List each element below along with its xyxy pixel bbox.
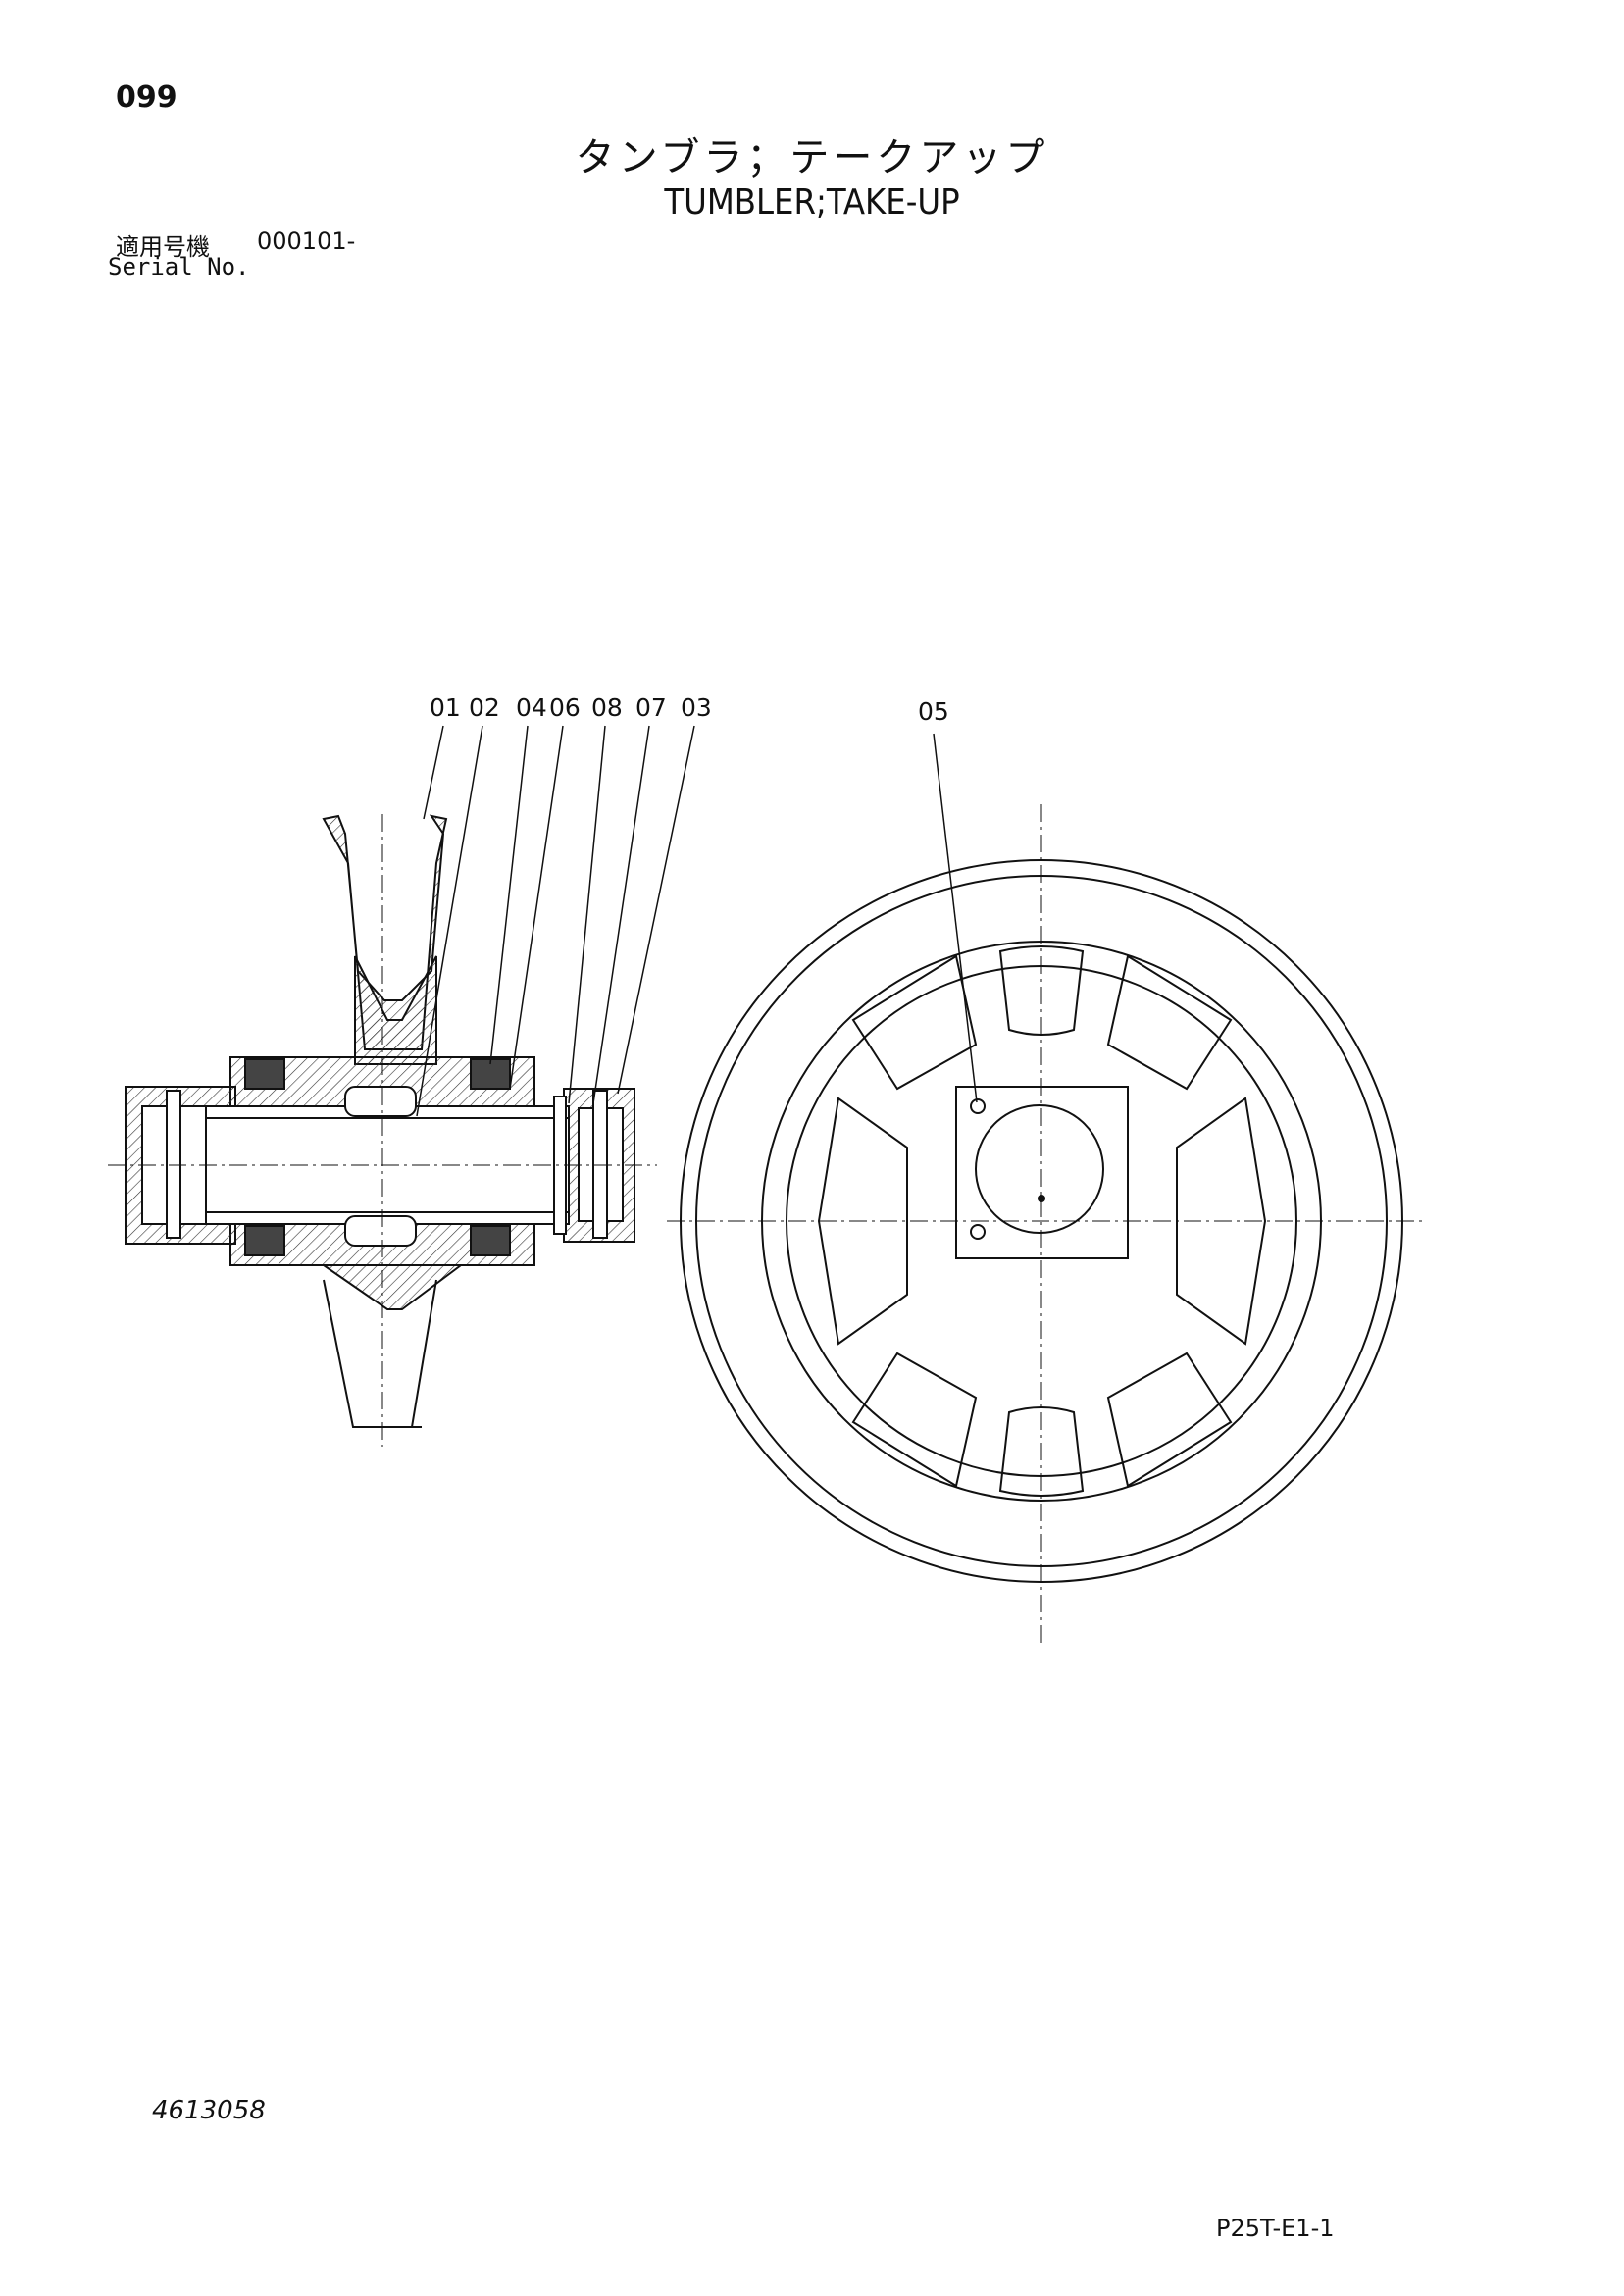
leader-05	[933, 733, 978, 1103]
callout-03: 03	[681, 693, 712, 722]
callout-labels: 01 02 04 06 08 07 03 05	[430, 693, 949, 726]
callout-05: 05	[918, 697, 949, 726]
callout-04: 04	[516, 693, 547, 722]
spoke-windows	[817, 945, 1267, 1497]
title-english: TUMBLER;TAKE-UP	[664, 182, 960, 223]
drawing-number: 4613058	[152, 2096, 266, 2125]
section-view	[108, 814, 657, 1447]
callout-06: 06	[549, 693, 581, 722]
callout-08: 08	[591, 693, 623, 722]
seal-right-bottom	[470, 1225, 511, 1256]
hub-bore	[975, 1104, 1104, 1234]
seal-left-top	[244, 1058, 285, 1090]
serial-label-japanese: 適用号機	[116, 233, 210, 261]
title-japanese: タンブラ；テークアップ	[575, 135, 1049, 180]
serial-value: 000101-	[257, 228, 356, 255]
web-bottom	[320, 1264, 464, 1310]
leader-lines	[416, 725, 695, 1117]
callout-01: 01	[430, 693, 461, 722]
front-view	[667, 804, 1422, 1643]
serial-label-english: Serial No.	[108, 253, 250, 281]
page-code: P25T-E1-1	[1216, 2215, 1335, 2242]
center-collar	[344, 1086, 417, 1117]
center-collar-low	[344, 1215, 417, 1247]
seal-right-top	[470, 1058, 511, 1090]
seal-left-bottom	[244, 1225, 285, 1256]
page-number: 099	[116, 80, 178, 115]
callout-02: 02	[469, 693, 500, 722]
callout-07: 07	[635, 693, 667, 722]
